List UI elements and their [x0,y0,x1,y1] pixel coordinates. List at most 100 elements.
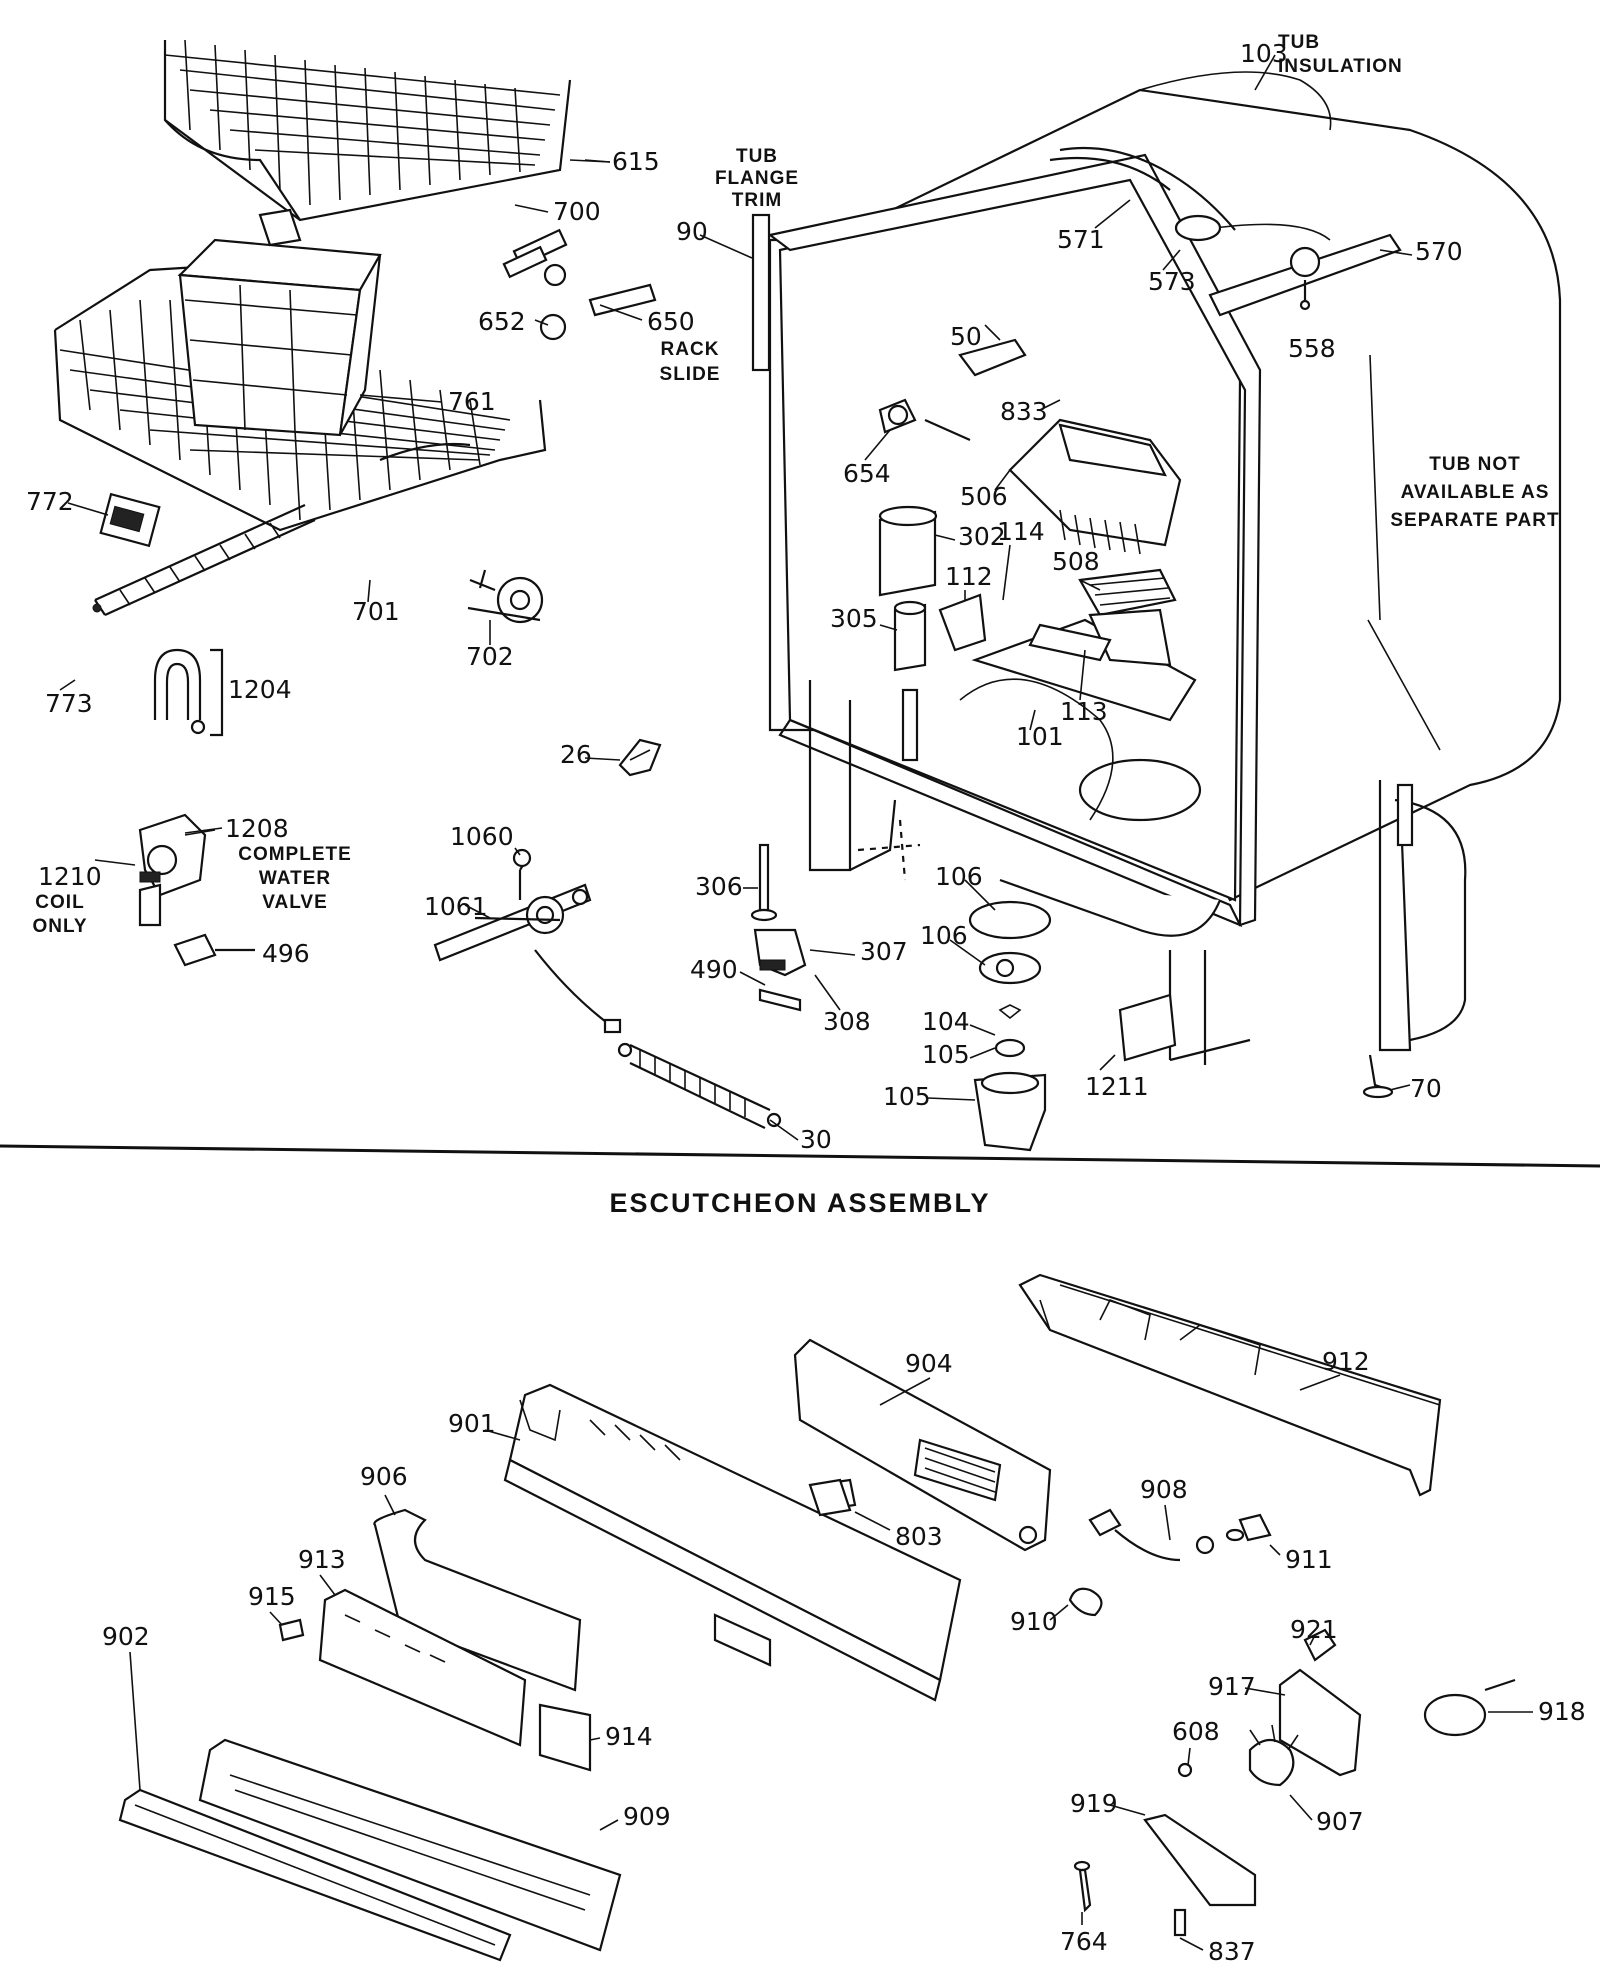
label-571: 571 [1057,225,1105,254]
label-915: 915 [248,1582,296,1611]
switch-803 [808,1478,852,1517]
label-921: 921 [1290,1615,1338,1644]
label-305: 305 [830,604,878,633]
label-701: 701 [352,597,400,626]
label-1061: 1061 [424,892,488,921]
label-654: 654 [843,459,891,488]
label-912: 912 [1322,1347,1370,1376]
label-1060: 1060 [450,822,514,851]
label-910: 910 [1010,1607,1058,1636]
lamp-parts [1068,1508,1272,1617]
pump-parts [878,398,1112,762]
section-divider [0,1144,1600,1168]
label-913: 913 [298,1545,346,1574]
rack-wheel [467,569,544,624]
label-1210: 1210 [38,862,102,891]
label-490: 490 [690,955,738,984]
tub-flange-trim [751,213,771,372]
label-50: 50 [950,322,982,351]
note-tub-not-available-1: TUB NOT [1429,454,1520,475]
label-104: 104 [922,1007,970,1036]
rack-roller [92,492,316,617]
label-837: 837 [1208,1937,1256,1966]
part-26 [618,738,662,777]
label-904: 904 [905,1349,953,1378]
door-spring-assembly [433,848,782,1129]
label-1208: 1208 [225,814,289,843]
label-906: 906 [360,1462,408,1491]
label-773: 773 [45,689,93,718]
label-652: 652 [478,307,526,336]
label-106a: 106 [935,862,983,891]
label-30: 30 [800,1125,832,1154]
label-114: 114 [997,517,1045,546]
tub [767,71,1562,937]
note-tub-insulation-1: TUB [1278,32,1320,53]
label-90: 90 [676,217,708,246]
label-570: 570 [1415,237,1463,266]
notes: TUB FLANGE TRIM TUB INSULATION TUB NOT A… [32,32,1559,937]
note-rack-slide-1: RACK [661,339,720,360]
label-573: 573 [1148,267,1196,296]
tub-conduit [1049,146,1236,242]
label-833: 833 [1000,397,1048,426]
label-917: 917 [1208,1672,1256,1701]
note-tub-flange-trim-3: TRIM [732,190,782,211]
label-112: 112 [945,562,993,591]
silverware-basket [177,208,382,437]
label-113: 113 [1060,697,1108,726]
circuit-board-906-913 [278,1508,592,1772]
escutcheon-901 [503,1383,962,1702]
label-1204: 1204 [228,675,292,704]
label-306: 306 [695,872,743,901]
label-908: 908 [1140,1475,1188,1504]
j-hose [153,648,224,737]
label-70: 70 [1410,1074,1442,1103]
section-title: ESCUTCHEON ASSEMBLY [609,1188,990,1218]
label-1211: 1211 [1085,1072,1149,1101]
label-650: 650 [647,307,695,336]
rack-slide-parts [502,228,657,341]
label-615: 615 [612,147,660,176]
label-101: 101 [1016,722,1064,751]
note-tub-flange-trim-1: TUB [736,146,778,167]
note-rack-slide-2: SLIDE [660,364,721,385]
label-608: 608 [1172,1717,1220,1746]
label-909: 909 [623,1802,671,1831]
label-901: 901 [448,1409,496,1438]
fascia-902-909 [118,1738,622,1962]
note-tub-insulation-2: INSULATION [1278,56,1403,77]
label-302: 302 [958,522,1006,551]
label-919: 919 [1070,1789,1118,1818]
motor-parts [1073,1628,1516,1937]
label-506: 506 [960,482,1008,511]
label-508: 508 [1052,547,1100,576]
label-803: 803 [895,1522,943,1551]
label-911: 911 [1285,1545,1333,1574]
label-772: 772 [26,487,74,516]
label-106b: 106 [920,921,968,950]
note-coil-only-2: ONLY [32,916,87,937]
note-tub-not-available-3: SEPARATE PART [1390,510,1559,531]
label-308: 308 [823,1007,871,1036]
label-26: 26 [560,740,592,769]
note-complete-water-valve-2: WATER [259,868,331,889]
leader-lines [59,54,1533,1951]
part-labels: 615 700 652 650 761 772 701 702 773 1204… [26,39,1586,1966]
note-tub-flange-trim-2: FLANGE [715,168,799,189]
note-coil-only-1: COIL [35,892,84,913]
label-700: 700 [553,197,601,226]
escutcheon-912 [1018,1273,1442,1497]
label-702: 702 [466,642,514,671]
water-valve [138,813,255,967]
label-105b: 105 [883,1082,931,1111]
rack-stop [958,338,1027,377]
upper-rack [163,39,611,222]
vent-assembly [1008,418,1182,667]
label-761: 761 [448,387,496,416]
label-902: 902 [102,1622,150,1651]
label-558: 558 [1288,334,1336,363]
label-103: 103 [1240,39,1288,68]
label-918: 918 [1538,1697,1586,1726]
